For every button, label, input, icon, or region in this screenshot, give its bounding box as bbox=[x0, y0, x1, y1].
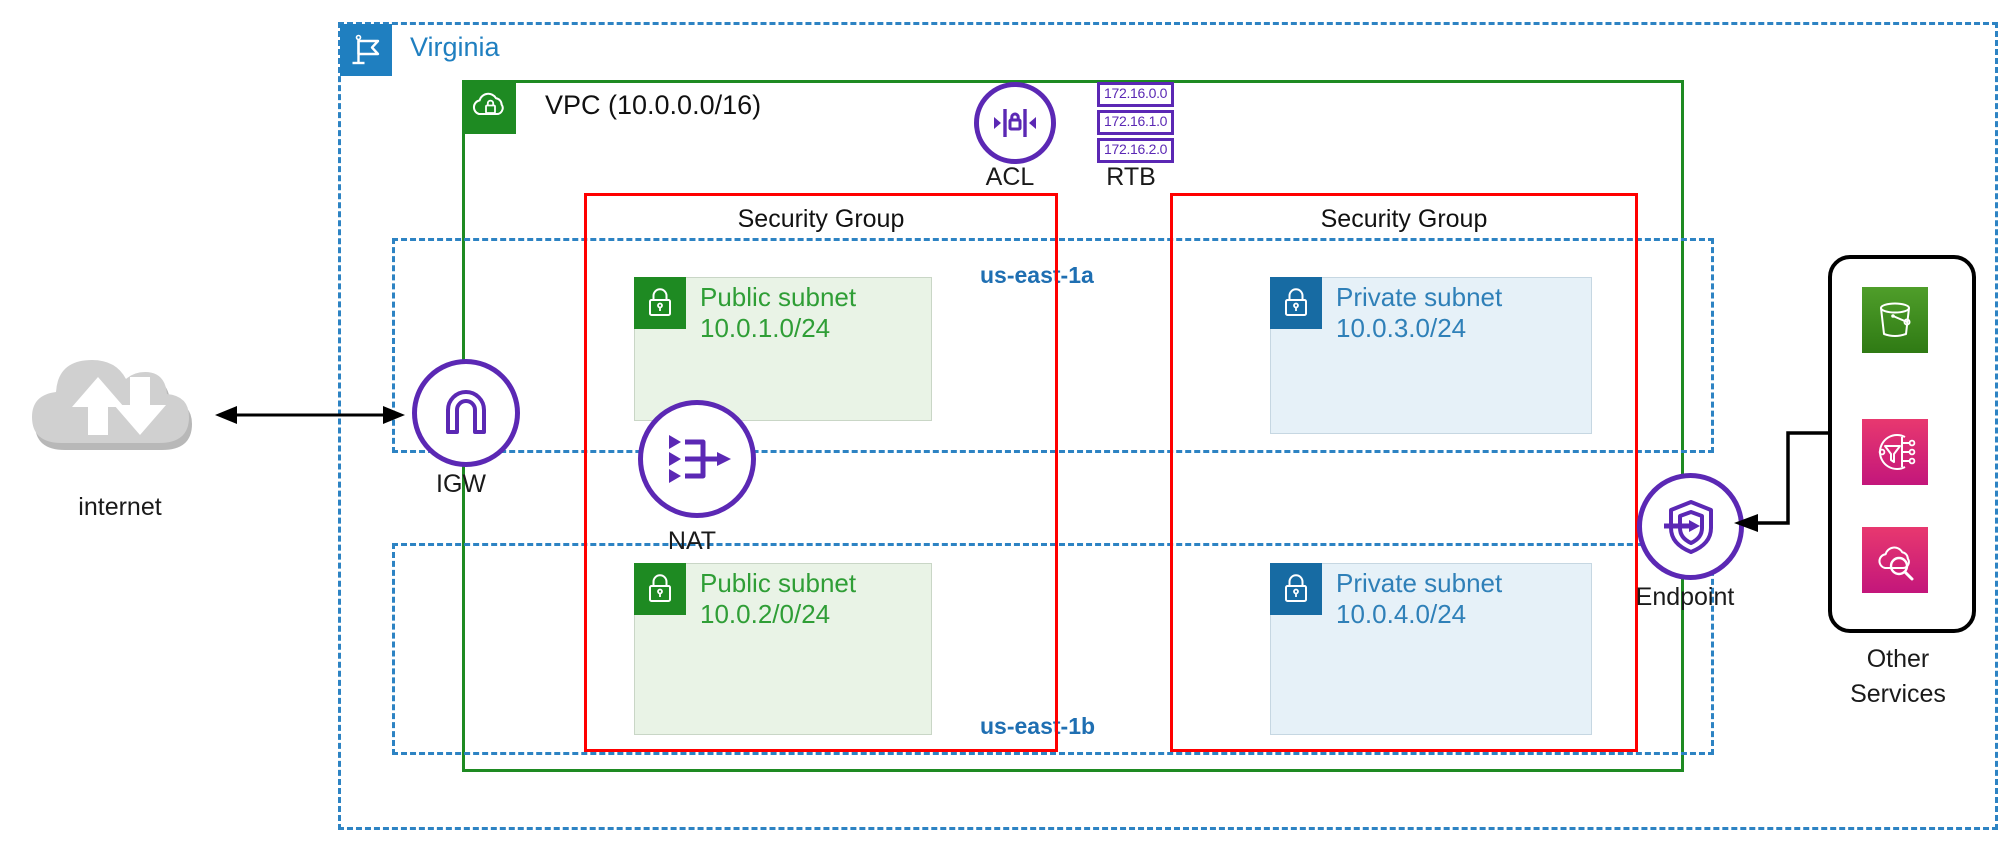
subnet-text: Private subnet 10.0.4.0/24 bbox=[1336, 568, 1502, 629]
data-filter-icon bbox=[1862, 419, 1928, 485]
subnet-public-10-0-2-0: Public subnet 10.0.2/0/24 bbox=[634, 563, 932, 735]
vpc-label: VPC (10.0.0.0/16) bbox=[545, 90, 762, 120]
subnet-cidr: 10.0.3.0/24 bbox=[1336, 312, 1467, 343]
subnet-text: Public subnet 10.0.1.0/24 bbox=[700, 282, 856, 343]
nat-label: NAT bbox=[667, 527, 717, 555]
internet-label: internet bbox=[78, 493, 162, 521]
flag-icon bbox=[340, 24, 392, 76]
acl-label: ACL bbox=[985, 163, 1035, 191]
region-label: Virginia bbox=[410, 32, 500, 62]
subnet-text: Public subnet 10.0.2/0/24 bbox=[700, 568, 856, 629]
connector-internet-igw bbox=[215, 406, 405, 424]
other-services-label-line1: Other bbox=[1866, 645, 1930, 673]
subnet-private-10-0-3-0: Private subnet 10.0.3.0/24 bbox=[1270, 277, 1592, 434]
az-label-us-east-1a: us-east-1a bbox=[980, 262, 1094, 288]
route-entry: 172.16.0.0 bbox=[1097, 82, 1175, 107]
lock-icon bbox=[1270, 563, 1322, 615]
internet-cloud-icon bbox=[20, 345, 220, 470]
subnet-name: Public subnet bbox=[700, 282, 857, 312]
s3-bucket-icon bbox=[1862, 287, 1928, 353]
other-services-label-line2: Services bbox=[1850, 680, 1946, 708]
subnet-cidr: 10.0.1.0/24 bbox=[700, 312, 831, 343]
subnet-public-10-0-1-0: Public subnet 10.0.1.0/24 bbox=[634, 277, 932, 421]
route-entry: 172.16.1.0 bbox=[1097, 110, 1175, 135]
route-entry: 172.16.2.0 bbox=[1097, 138, 1175, 163]
subnet-name: Public subnet bbox=[700, 568, 857, 598]
vpc-endpoint-icon bbox=[1637, 473, 1744, 580]
subnet-name: Private subnet bbox=[1336, 282, 1503, 312]
lock-icon bbox=[1270, 277, 1322, 329]
nat-gateway-icon bbox=[638, 400, 756, 518]
internet-gateway-icon bbox=[412, 359, 520, 467]
igw-label: IGW bbox=[436, 470, 486, 498]
subnet-body bbox=[1270, 563, 1592, 735]
subnet-name: Private subnet bbox=[1336, 568, 1503, 598]
region-boundary bbox=[338, 22, 1998, 830]
lock-icon bbox=[634, 563, 686, 615]
subnet-cidr: 10.0.2/0/24 bbox=[700, 598, 831, 629]
subnet-cidr: 10.0.4.0/24 bbox=[1336, 598, 1467, 629]
subnet-private-10-0-4-0: Private subnet 10.0.4.0/24 bbox=[1270, 563, 1592, 735]
az-label-us-east-1b: us-east-1b bbox=[980, 713, 1096, 739]
cloud-search-icon bbox=[1862, 527, 1928, 593]
az-boundary-us-east-1a bbox=[392, 238, 1714, 453]
security-group-left bbox=[584, 193, 1058, 752]
security-group-right bbox=[1170, 193, 1638, 752]
network-acl-icon bbox=[974, 82, 1056, 164]
security-group-right-label: Security Group bbox=[1320, 205, 1488, 233]
vpc-cloud-lock-icon bbox=[464, 82, 516, 134]
security-group-left-label: Security Group bbox=[737, 205, 905, 233]
endpoint-label: Endpoint bbox=[1635, 583, 1735, 611]
subnet-text: Private subnet 10.0.3.0/24 bbox=[1336, 282, 1502, 343]
route-table-icon: 172.16.0.0 172.16.1.0 172.16.2.0 bbox=[1097, 82, 1175, 163]
lock-icon bbox=[634, 277, 686, 329]
rtb-label: RTB bbox=[1106, 163, 1156, 191]
subnet-body bbox=[1270, 277, 1592, 434]
az-boundary-us-east-1b bbox=[392, 543, 1714, 755]
